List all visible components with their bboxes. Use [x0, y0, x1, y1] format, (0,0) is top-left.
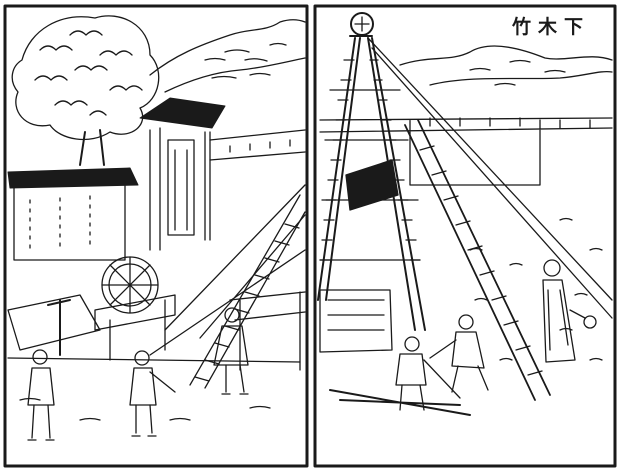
left-ground — [7, 357, 301, 421]
gate-building — [139, 97, 226, 251]
left-ramp — [149, 184, 306, 356]
left-ladder — [189, 194, 306, 389]
worker-figure — [129, 350, 176, 437]
left-mountains — [149, 19, 306, 93]
worker-figure — [27, 349, 55, 441]
right-panel — [313, 4, 617, 468]
derrick-housing — [345, 159, 399, 211]
left-platform — [7, 291, 306, 371]
worker-figure — [213, 307, 249, 395]
right-panel-border — [313, 4, 617, 468]
wheel — [101, 256, 159, 314]
right-wall — [319, 117, 613, 186]
right-mountains — [399, 45, 613, 86]
panel-caption: 竹木下 — [512, 16, 591, 38]
right-ground — [469, 217, 603, 361]
left-house — [7, 167, 139, 261]
left-panel-border — [3, 4, 309, 468]
tree — [11, 15, 160, 166]
left-wall — [209, 129, 306, 161]
derrick-tower — [317, 12, 426, 331]
worker-figure — [395, 336, 461, 411]
right-platform — [319, 289, 471, 416]
worker-figure — [429, 314, 489, 393]
fan-icon — [583, 315, 597, 329]
left-panel — [3, 4, 309, 468]
official-figure — [542, 259, 597, 363]
